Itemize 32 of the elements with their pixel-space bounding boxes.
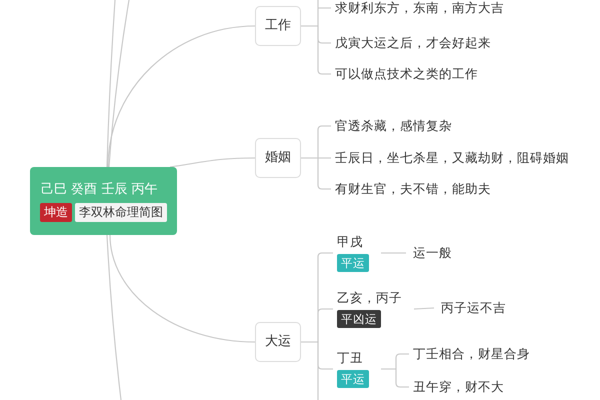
topic-box: 婚姻 [255, 138, 301, 178]
branch-text: 戊寅大运之后，才会好起来 [335, 35, 491, 51]
topic-text: 乙亥，丙子 [337, 290, 402, 306]
tag: 平运 [337, 254, 369, 272]
tag: 李双林命理简图 [75, 203, 167, 222]
tag: 平运 [337, 370, 369, 388]
topic-box: 大运 [255, 322, 301, 362]
branch-text: 求财利东方，东南，南方大吉 [335, 0, 504, 16]
branch-line [106, 234, 122, 400]
branch-line [108, 0, 130, 168]
branch-text: 运一般 [413, 245, 452, 261]
branch-text: 壬辰日，坐七杀星，又藏劫财，阻碍婚姻 [335, 150, 569, 166]
branch-line [301, 341, 319, 400]
branch-text: 有财生官，夫不错，能助夫 [335, 181, 491, 197]
topic-title: 己巳 癸酉 壬辰 丙午 [41, 182, 158, 198]
branch-text: 丁壬相合，财星合身 [413, 346, 530, 362]
branch-line [106, 0, 116, 168]
tag: 坤造 [40, 203, 72, 222]
branch-line [107, 25, 256, 168]
branch-text: 可以做点技术之类的工作 [335, 66, 478, 82]
tag: 平凶运 [337, 310, 381, 328]
branch-text: 丑午穿，财不大 [413, 379, 504, 395]
central-topic-box [30, 167, 177, 235]
branch-line [170, 157, 255, 168]
branch-line [109, 234, 256, 343]
topic-text: 甲戌 [337, 234, 364, 250]
branch-text: 官透杀藏，感情复杂 [335, 118, 452, 134]
topic-box: 工作 [255, 6, 301, 46]
branch-text: 丙子运不吉 [441, 300, 506, 316]
branch-line [414, 307, 434, 310]
branch-line [381, 252, 406, 254]
topic-text: 丁丑 [337, 350, 364, 366]
